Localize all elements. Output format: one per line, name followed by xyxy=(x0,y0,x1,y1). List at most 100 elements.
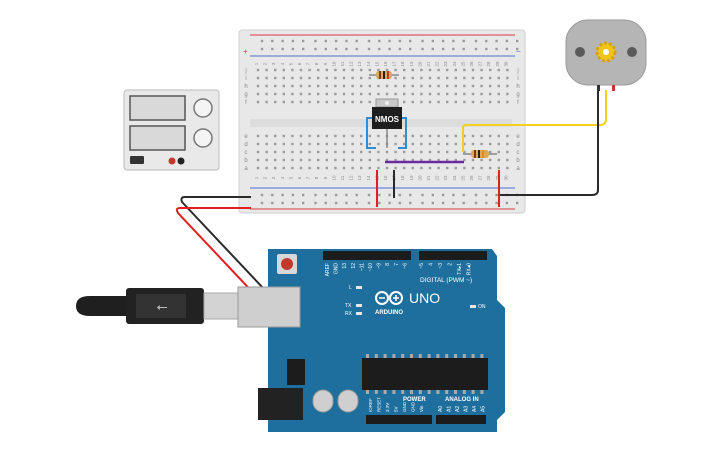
terminal-hole[interactable] xyxy=(497,76,500,80)
terminal-hole[interactable] xyxy=(317,68,320,72)
terminal-hole[interactable] xyxy=(403,158,406,162)
terminal-hole[interactable] xyxy=(394,142,397,146)
rail-hole[interactable] xyxy=(345,201,348,205)
terminal-hole[interactable] xyxy=(428,84,432,88)
terminal-hole[interactable] xyxy=(463,92,466,96)
rail-hole[interactable] xyxy=(431,201,434,205)
terminal-hole[interactable] xyxy=(454,142,457,146)
terminal-hole[interactable] xyxy=(274,92,277,96)
terminal-hole[interactable] xyxy=(299,92,303,96)
rail-hole[interactable] xyxy=(462,201,465,205)
terminal-hole[interactable] xyxy=(394,134,397,138)
terminal-hole[interactable] xyxy=(377,158,380,162)
terminal-hole[interactable] xyxy=(282,134,285,138)
rail-hole[interactable] xyxy=(291,201,295,205)
terminal-hole[interactable] xyxy=(454,84,457,88)
terminal-hole[interactable] xyxy=(403,134,406,138)
rail-hole[interactable] xyxy=(441,47,445,51)
terminal-hole[interactable] xyxy=(489,166,492,170)
terminal-hole[interactable] xyxy=(411,76,414,80)
terminal-hole[interactable] xyxy=(428,166,432,170)
rail-hole[interactable] xyxy=(409,47,412,51)
terminal-hole[interactable] xyxy=(454,100,457,104)
terminal-hole[interactable] xyxy=(282,68,285,72)
terminal-hole[interactable] xyxy=(325,166,328,170)
terminal-hole[interactable] xyxy=(506,84,509,88)
terminal-hole[interactable] xyxy=(325,142,328,146)
terminal-hole[interactable] xyxy=(394,76,397,80)
terminal-hole[interactable] xyxy=(480,166,483,170)
rail-hole[interactable] xyxy=(421,39,424,43)
terminal-hole[interactable] xyxy=(282,142,285,146)
terminal-hole[interactable] xyxy=(265,134,268,138)
terminal-hole[interactable] xyxy=(377,92,380,96)
terminal-hole[interactable] xyxy=(437,76,440,80)
terminal-hole[interactable] xyxy=(360,84,363,88)
terminal-hole[interactable] xyxy=(317,150,320,154)
negative-terminal[interactable] xyxy=(177,157,185,165)
terminal-hole[interactable] xyxy=(420,84,423,88)
terminal-hole[interactable] xyxy=(342,134,346,138)
terminal-hole[interactable] xyxy=(291,100,294,104)
terminal-hole[interactable] xyxy=(256,166,260,170)
terminal-hole[interactable] xyxy=(446,84,449,88)
terminal-hole[interactable] xyxy=(497,100,500,104)
rail-hole[interactable] xyxy=(378,193,381,197)
terminal-hole[interactable] xyxy=(446,68,449,72)
rail-hole[interactable] xyxy=(334,201,338,205)
terminal-hole[interactable] xyxy=(497,150,500,154)
bottom-power-rail[interactable] xyxy=(250,187,519,210)
rail-hole[interactable] xyxy=(345,47,348,51)
terminal-hole[interactable] xyxy=(506,100,509,104)
rail-hole[interactable] xyxy=(324,193,327,197)
terminal-hole[interactable] xyxy=(325,76,328,80)
rail-hole[interactable] xyxy=(462,39,465,43)
terminal-hole[interactable] xyxy=(489,68,492,72)
rail-hole[interactable] xyxy=(409,193,412,197)
terminal-hole[interactable] xyxy=(394,158,397,162)
terminal-hole[interactable] xyxy=(420,76,423,80)
rail-hole[interactable] xyxy=(495,47,498,51)
terminal-hole[interactable] xyxy=(317,166,320,170)
terminal-hole[interactable] xyxy=(428,100,432,104)
terminal-hole[interactable] xyxy=(368,134,371,138)
terminal-hole[interactable] xyxy=(282,150,285,154)
rail-hole[interactable] xyxy=(505,201,509,205)
rail-hole[interactable] xyxy=(271,201,274,205)
terminal-hole[interactable] xyxy=(471,76,475,80)
terminal-hole[interactable] xyxy=(420,92,423,96)
terminal-hole[interactable] xyxy=(325,84,328,88)
terminal-hole[interactable] xyxy=(463,158,466,162)
rail-hole[interactable] xyxy=(474,201,478,205)
terminal-hole[interactable] xyxy=(463,166,466,170)
terminal-hole[interactable] xyxy=(351,166,354,170)
rail-hole[interactable] xyxy=(398,47,402,51)
terminal-hole[interactable] xyxy=(317,76,320,80)
terminal-hole[interactable] xyxy=(428,68,432,72)
terminal-hole[interactable] xyxy=(360,68,363,72)
rail-hole[interactable] xyxy=(334,39,338,43)
dc-motor[interactable] xyxy=(500,19,647,196)
terminal-hole[interactable] xyxy=(360,100,363,104)
rail-hole[interactable] xyxy=(355,39,358,43)
rail-hole[interactable] xyxy=(260,201,264,205)
terminal-hole[interactable] xyxy=(360,158,363,162)
terminal-hole[interactable] xyxy=(308,100,311,104)
rail-hole[interactable] xyxy=(398,201,402,205)
terminal-hole[interactable] xyxy=(274,134,277,138)
rail-hole[interactable] xyxy=(474,193,478,197)
terminal-hole[interactable] xyxy=(342,84,346,88)
terminal-hole[interactable] xyxy=(368,84,371,88)
resistor-top[interactable] xyxy=(369,71,399,79)
terminal-hole[interactable] xyxy=(317,134,320,138)
black-wire-to-arduino[interactable] xyxy=(180,196,401,421)
terminal-hole[interactable] xyxy=(368,68,371,72)
terminal-hole[interactable] xyxy=(420,166,423,170)
terminal-hole[interactable] xyxy=(334,166,337,170)
terminal-hole[interactable] xyxy=(325,150,328,154)
rail-hole[interactable] xyxy=(367,47,371,51)
terminal-hole[interactable] xyxy=(403,68,406,72)
digital-header-low[interactable] xyxy=(323,251,411,260)
terminal-hole[interactable] xyxy=(282,158,285,162)
terminal-hole[interactable] xyxy=(256,84,260,88)
